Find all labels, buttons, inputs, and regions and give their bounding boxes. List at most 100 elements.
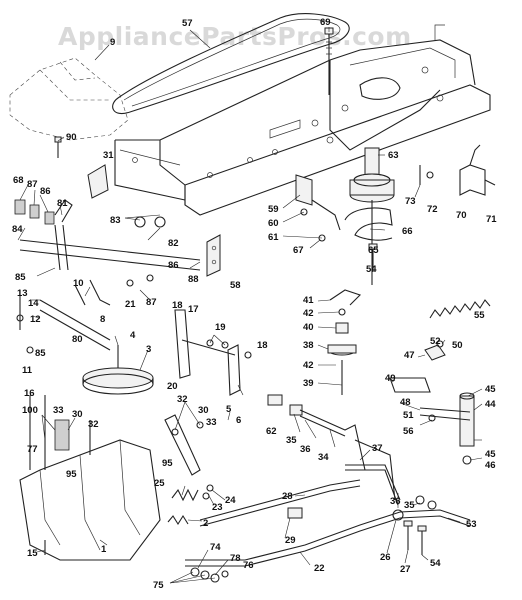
callout-54-upper: 54 — [366, 264, 377, 275]
callout-42b: 42 — [303, 360, 314, 371]
mower-deck-frame — [19, 395, 161, 561]
callout-4: 4 — [130, 330, 136, 341]
callout-85: 85 — [15, 272, 26, 283]
callout-5: 5 — [226, 404, 232, 415]
callout-82: 82 — [168, 238, 179, 249]
callout-28: 28 — [282, 491, 293, 502]
bracket-31 — [87, 164, 109, 199]
pedal-shaft-37 — [345, 464, 401, 506]
bolt-54-upper — [368, 243, 378, 272]
callout-84: 84 — [12, 224, 23, 235]
bracket-70 — [459, 144, 496, 196]
callout-30b: 30 — [198, 405, 209, 416]
drive-belt — [112, 13, 350, 114]
callout-53: 53 — [466, 519, 477, 530]
callout-85b: 85 — [35, 348, 46, 359]
callout-80: 80 — [72, 334, 83, 345]
callout-36: 36 — [300, 444, 311, 455]
callout-47: 47 — [404, 350, 415, 361]
callout-70: 70 — [456, 210, 467, 221]
idler-arm — [327, 289, 362, 395]
callout-67: 67 — [293, 245, 304, 256]
callout-51: 51 — [403, 410, 414, 421]
callout-46: 46 — [485, 460, 496, 471]
callout-23: 23 — [212, 502, 223, 513]
callout-14: 14 — [28, 298, 39, 309]
callout-34: 34 — [318, 452, 329, 463]
drive-rod — [185, 479, 471, 567]
callout-32: 32 — [88, 419, 99, 430]
hood-panel — [9, 57, 129, 141]
callout-21: 21 — [125, 299, 136, 310]
callout-36b: 36 — [390, 496, 401, 507]
callout-13: 13 — [17, 288, 28, 299]
callout-19: 19 — [215, 322, 226, 333]
callout-77: 77 — [27, 444, 38, 455]
idler-bracket-66 — [344, 207, 393, 241]
callout-33b: 33 — [206, 417, 217, 428]
callout-30: 30 — [72, 409, 83, 420]
callout-37: 37 — [372, 443, 383, 454]
callout-12: 12 — [30, 314, 41, 325]
callout-41: 41 — [303, 295, 314, 306]
callout-25: 25 — [154, 478, 165, 489]
callout-58: 58 — [230, 280, 241, 291]
callout-6: 6 — [236, 415, 241, 426]
callout-57: 57 — [182, 18, 193, 29]
callout-95b: 95 — [162, 458, 173, 469]
callout-65: 65 — [368, 245, 379, 256]
callout-31: 31 — [103, 150, 114, 161]
callout-44: 44 — [485, 399, 496, 410]
callout-39: 39 — [303, 378, 314, 389]
right-bracket — [389, 340, 446, 393]
callout-32b: 32 — [177, 394, 188, 405]
callout-60: 60 — [268, 218, 279, 229]
callout-11: 11 — [22, 365, 33, 376]
callout-59: 59 — [268, 204, 279, 215]
callout-81: 81 — [57, 198, 68, 209]
callout-61: 61 — [268, 232, 279, 243]
callout-73: 73 — [405, 196, 416, 207]
callout-20: 20 — [167, 381, 178, 392]
callout-45: 45 — [485, 384, 496, 395]
callout-68: 68 — [13, 175, 24, 186]
bracket-59 — [295, 174, 341, 242]
leader-lines — [17, 27, 483, 584]
callout-labels: 57 69 9 90 31 63 68 87 86 81 83 82 59 60… — [12, 17, 497, 591]
callout-24: 24 — [225, 495, 236, 506]
callout-56: 56 — [403, 426, 414, 437]
bolt-90 — [54, 136, 62, 158]
lever-32 — [164, 414, 204, 476]
callout-86: 86 — [40, 186, 51, 197]
callout-49: 49 — [385, 373, 396, 384]
spring-25 — [171, 484, 214, 502]
spring-2 — [167, 514, 189, 526]
callout-33: 33 — [53, 405, 64, 416]
callout-71: 71 — [486, 214, 497, 225]
callout-74: 74 — [210, 542, 221, 553]
callout-87b: 87 — [146, 297, 157, 308]
callout-3: 3 — [146, 344, 151, 355]
callout-9: 9 — [110, 37, 115, 48]
callout-52: 52 — [430, 336, 441, 347]
bolt-27 — [403, 520, 413, 550]
callout-35b: 35 — [404, 500, 415, 511]
callout-62: 62 — [266, 426, 277, 437]
callout-50: 50 — [452, 340, 463, 351]
callout-72: 72 — [427, 204, 438, 215]
callout-17: 17 — [188, 304, 199, 315]
callout-90: 90 — [66, 132, 77, 143]
callout-87: 87 — [27, 179, 38, 190]
callout-69: 69 — [320, 17, 331, 28]
tractor-frame — [114, 24, 491, 216]
callout-86b: 86 — [168, 260, 179, 271]
watermark-text: AppliancePartsPros.com — [58, 22, 412, 51]
callout-26: 26 — [380, 552, 391, 563]
callout-35: 35 — [286, 435, 297, 446]
callout-27: 27 — [400, 564, 411, 575]
right-post — [419, 392, 475, 465]
callout-22: 22 — [314, 563, 325, 574]
callout-29: 29 — [285, 535, 296, 546]
callout-95: 95 — [66, 469, 77, 480]
callout-66: 66 — [402, 226, 413, 237]
